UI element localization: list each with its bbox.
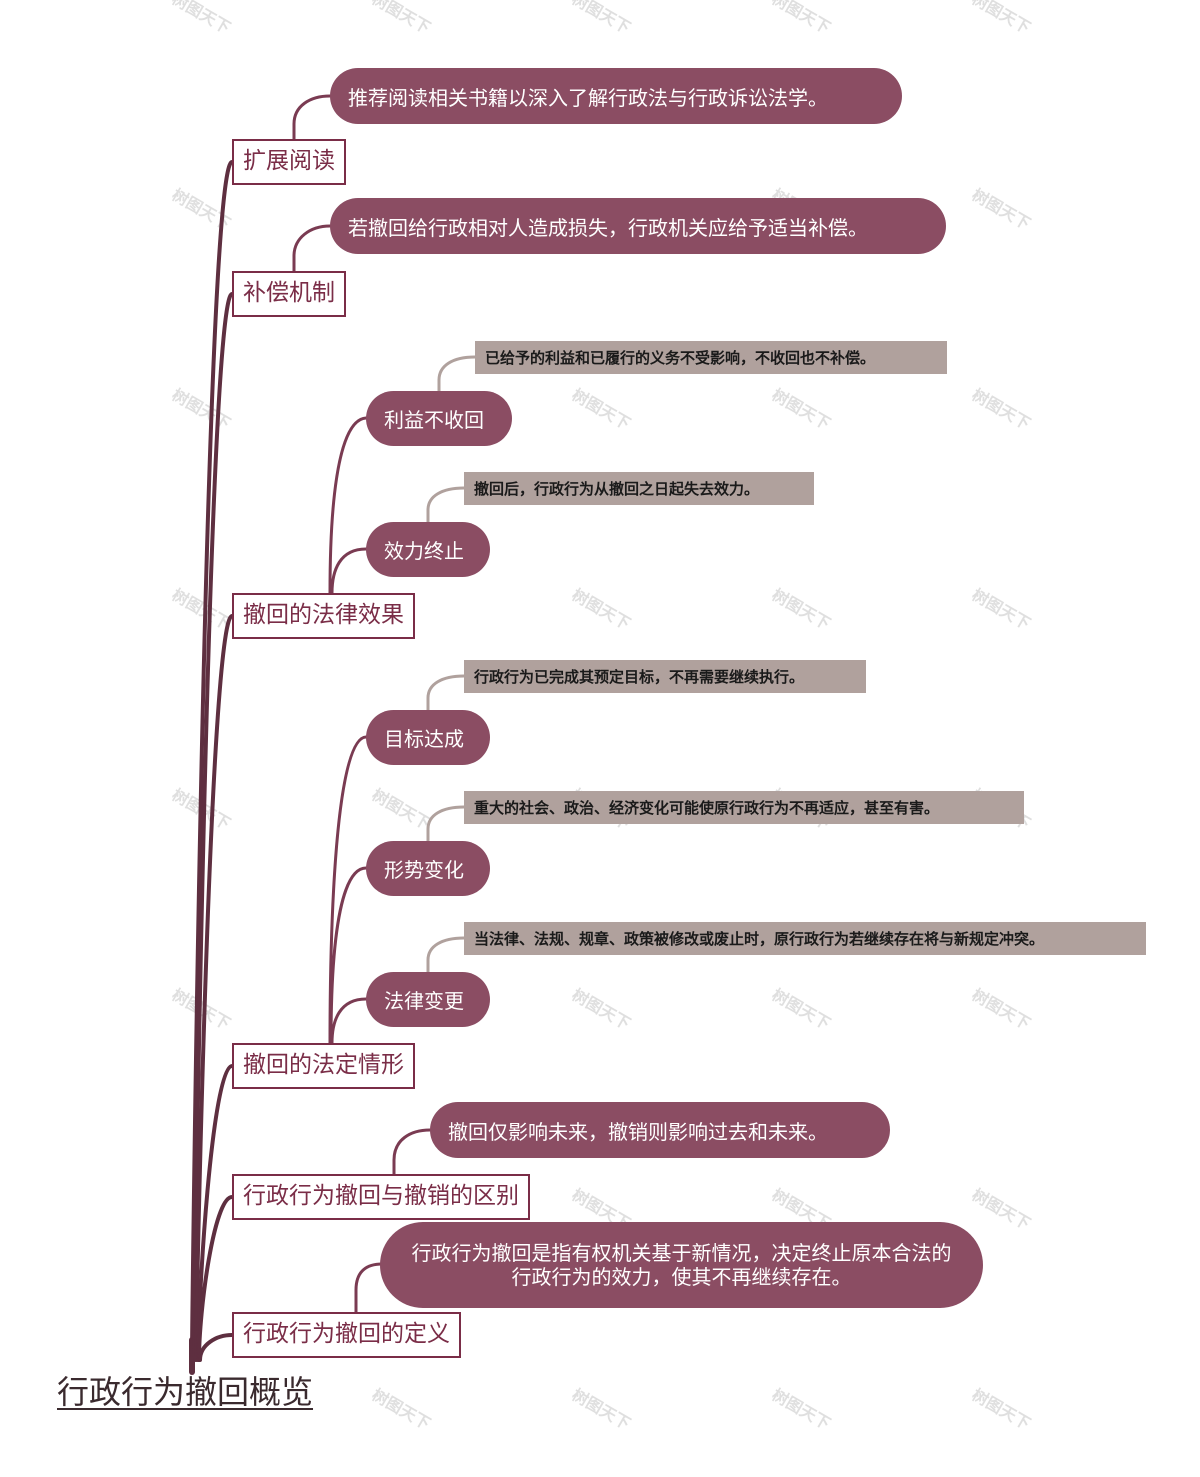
branch-legal-effect[interactable]: 撤回的法律效果 — [232, 593, 415, 639]
sub-to-note-line — [426, 936, 466, 974]
note-validity-ends[interactable]: 撤回后，行政行为从撤回之日起失去效力。 — [464, 472, 814, 505]
branch-compensation[interactable]: 补偿机制 — [232, 271, 346, 317]
leaf-definition[interactable]: 行政行为撤回是指有权机关基于新情况，决定终止原本合法的行政行为的效力，使其不再继… — [380, 1222, 983, 1308]
branch-difference[interactable]: 行政行为撤回与撤销的区别 — [232, 1174, 530, 1220]
branch-to-sub-line — [328, 416, 368, 595]
leaf-difference[interactable]: 撤回仅影响未来，撤销则影响过去和未来。 — [430, 1102, 890, 1158]
sub-goal-achieved[interactable]: 目标达成 — [366, 710, 490, 765]
note-benefit-not-recovered[interactable]: 已给予的利益和已履行的义务不受影响，不收回也不补偿。 — [475, 341, 947, 374]
branch-to-leaf-line — [392, 1128, 432, 1176]
branch-to-leaf-line — [354, 1262, 384, 1314]
sub-to-note-line — [426, 674, 466, 712]
leaf-compensation[interactable]: 若撤回给行政相对人造成损失，行政机关应给予适当补偿。 — [330, 198, 946, 254]
sub-situation-change[interactable]: 形势变化 — [366, 841, 490, 896]
leaf-extended-reading[interactable]: 推荐阅读相关书籍以深入了解行政法与行政诉讼法学。 — [330, 68, 902, 124]
root-to-branch-line — [197, 1195, 234, 1362]
root-to-branch-line — [198, 1333, 234, 1362]
sub-validity-ends[interactable]: 效力终止 — [366, 522, 490, 577]
note-law-change[interactable]: 当法律、法规、规章、政策被修改或废止时，原行政行为若继续存在将与新规定冲突。 — [464, 922, 1146, 955]
sub-benefit-not-recovered[interactable]: 利益不收回 — [366, 391, 512, 446]
branch-statutory-circumstances[interactable]: 撤回的法定情形 — [232, 1043, 415, 1089]
branch-to-sub-line — [330, 997, 368, 1045]
branch-to-sub-line — [329, 866, 368, 1045]
root-to-branch-line — [194, 614, 234, 1362]
root-to-branch-line — [190, 160, 234, 1362]
sub-law-change[interactable]: 法律变更 — [366, 972, 490, 1027]
branch-definition[interactable]: 行政行为撤回的定义 — [232, 1312, 461, 1358]
branch-to-leaf-line — [292, 94, 332, 141]
sub-to-note-line — [437, 355, 477, 393]
note-situation-change[interactable]: 重大的社会、政治、经济变化可能使原行政行为不再适应，甚至有害。 — [464, 791, 1024, 824]
sub-to-note-line — [426, 805, 466, 843]
root-to-branch-line — [192, 292, 234, 1362]
root-title[interactable]: 行政行为撤回概览 — [57, 1373, 314, 1411]
branch-extended-reading[interactable]: 扩展阅读 — [232, 139, 346, 185]
branch-to-sub-line — [330, 547, 368, 595]
note-goal-achieved[interactable]: 行政行为已完成其预定目标，不再需要继续执行。 — [464, 660, 866, 693]
sub-to-note-line — [426, 486, 466, 524]
branch-to-leaf-line — [292, 224, 332, 273]
branch-to-sub-line — [328, 735, 368, 1045]
